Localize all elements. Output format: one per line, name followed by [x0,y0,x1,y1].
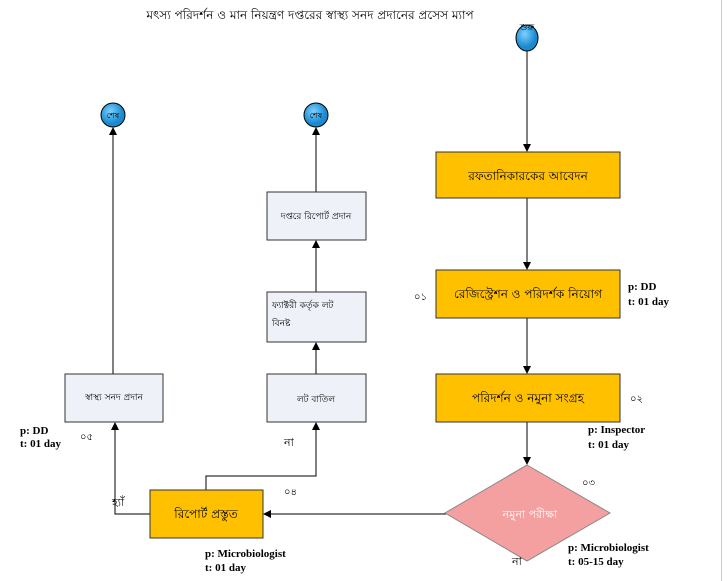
end-label: শেষ [107,111,120,120]
time-label: t: 01 day [628,296,669,308]
role-label: p: DD [628,281,656,293]
branch-no-lot: না [283,436,295,449]
time-label: t: 01 day [20,438,61,450]
step-number: ০১ [414,292,427,303]
role-label: p: Inspector [588,424,645,436]
end-label: শেষ [310,111,323,120]
step-report-office: দপ্তরে রিপোর্ট প্রদান [266,191,367,241]
step-inspection: পরিদর্শন ও নমুনা সংগ্রহ [435,373,621,423]
decision-sample-test: নমুনা পরীক্ষা [444,464,611,562]
svg-text:ফ্যাক্টরী কর্তৃক লট: ফ্যাক্টরী কর্তৃক লট [271,299,335,311]
role-label: p: Microbiologist [205,548,286,560]
end-terminal-certificate: শেষ [100,102,126,128]
role-label: p: DD [20,425,48,437]
step-number: ০২ [630,394,643,405]
svg-text:পরিদর্শন ও নমুনা সংগ্রহ: পরিদর্শন ও নমুনা সংগ্রহ [472,391,585,406]
svg-text:রেজিস্ট্রেশন ও পরিদর্শক নিয়োগ: রেজিস্ট্রেশন ও পরিদর্শক নিয়োগ [454,287,603,301]
branch-no-test: না [511,555,523,568]
step-number: ০৪ [284,487,297,498]
time-label: t: 05-15 day [568,556,624,568]
step-number: ০৩ [582,478,596,489]
step-lot-destroy: ফ্যাক্টরী কর্তৃক লট বিনষ্ট [266,291,367,343]
svg-text:স্বাস্থ্য সনদ প্রদান: স্বাস্থ্য সনদ প্রদান [84,393,143,403]
page-title: মৎস্য পরিদর্শন ও মান নিয়ন্ত্রণ দপ্তরের … [145,8,474,22]
role-label: p: Microbiologist [568,542,649,554]
step-number: ০৫ [80,432,93,443]
svg-text:রফতানিকারকের আবেদন: রফতানিকারকের আবেদন [467,169,588,183]
connectors [109,50,531,518]
svg-text:বিনষ্ট: বিনষ্ট [271,318,291,329]
branch-yes: হ্যাঁ [111,495,125,509]
svg-text:নমুনা পরীক্ষা: নমুনা পরীক্ষা [502,508,559,521]
svg-text:লট বাতিল: লট বাতিল [296,393,335,405]
step-certificate: স্বাস্থ্য সনদ প্রদান [64,373,164,423]
step-registration: রেজিস্ট্রেশন ও পরিদর্শক নিয়োগ [435,269,621,319]
start-terminal: শুরু [515,23,539,52]
svg-text:রিপোর্ট প্রস্তুত: রিপোর্ট প্রস্তুত [173,507,238,522]
time-label: t: 01 day [205,562,246,574]
step-application: রফতানিকারকের আবেদন [435,151,621,199]
start-label: শুরু [519,23,536,33]
end-terminal-report: শেষ [303,102,329,128]
step-lot-cancel: লট বাতিল [266,373,367,423]
step-report: রিপোর্ট প্রস্তুত [149,489,264,539]
svg-text:দপ্তরে রিপোর্ট প্রদান: দপ্তরে রিপোর্ট প্রদান [280,210,352,222]
time-label: t: 01 day [588,439,629,451]
